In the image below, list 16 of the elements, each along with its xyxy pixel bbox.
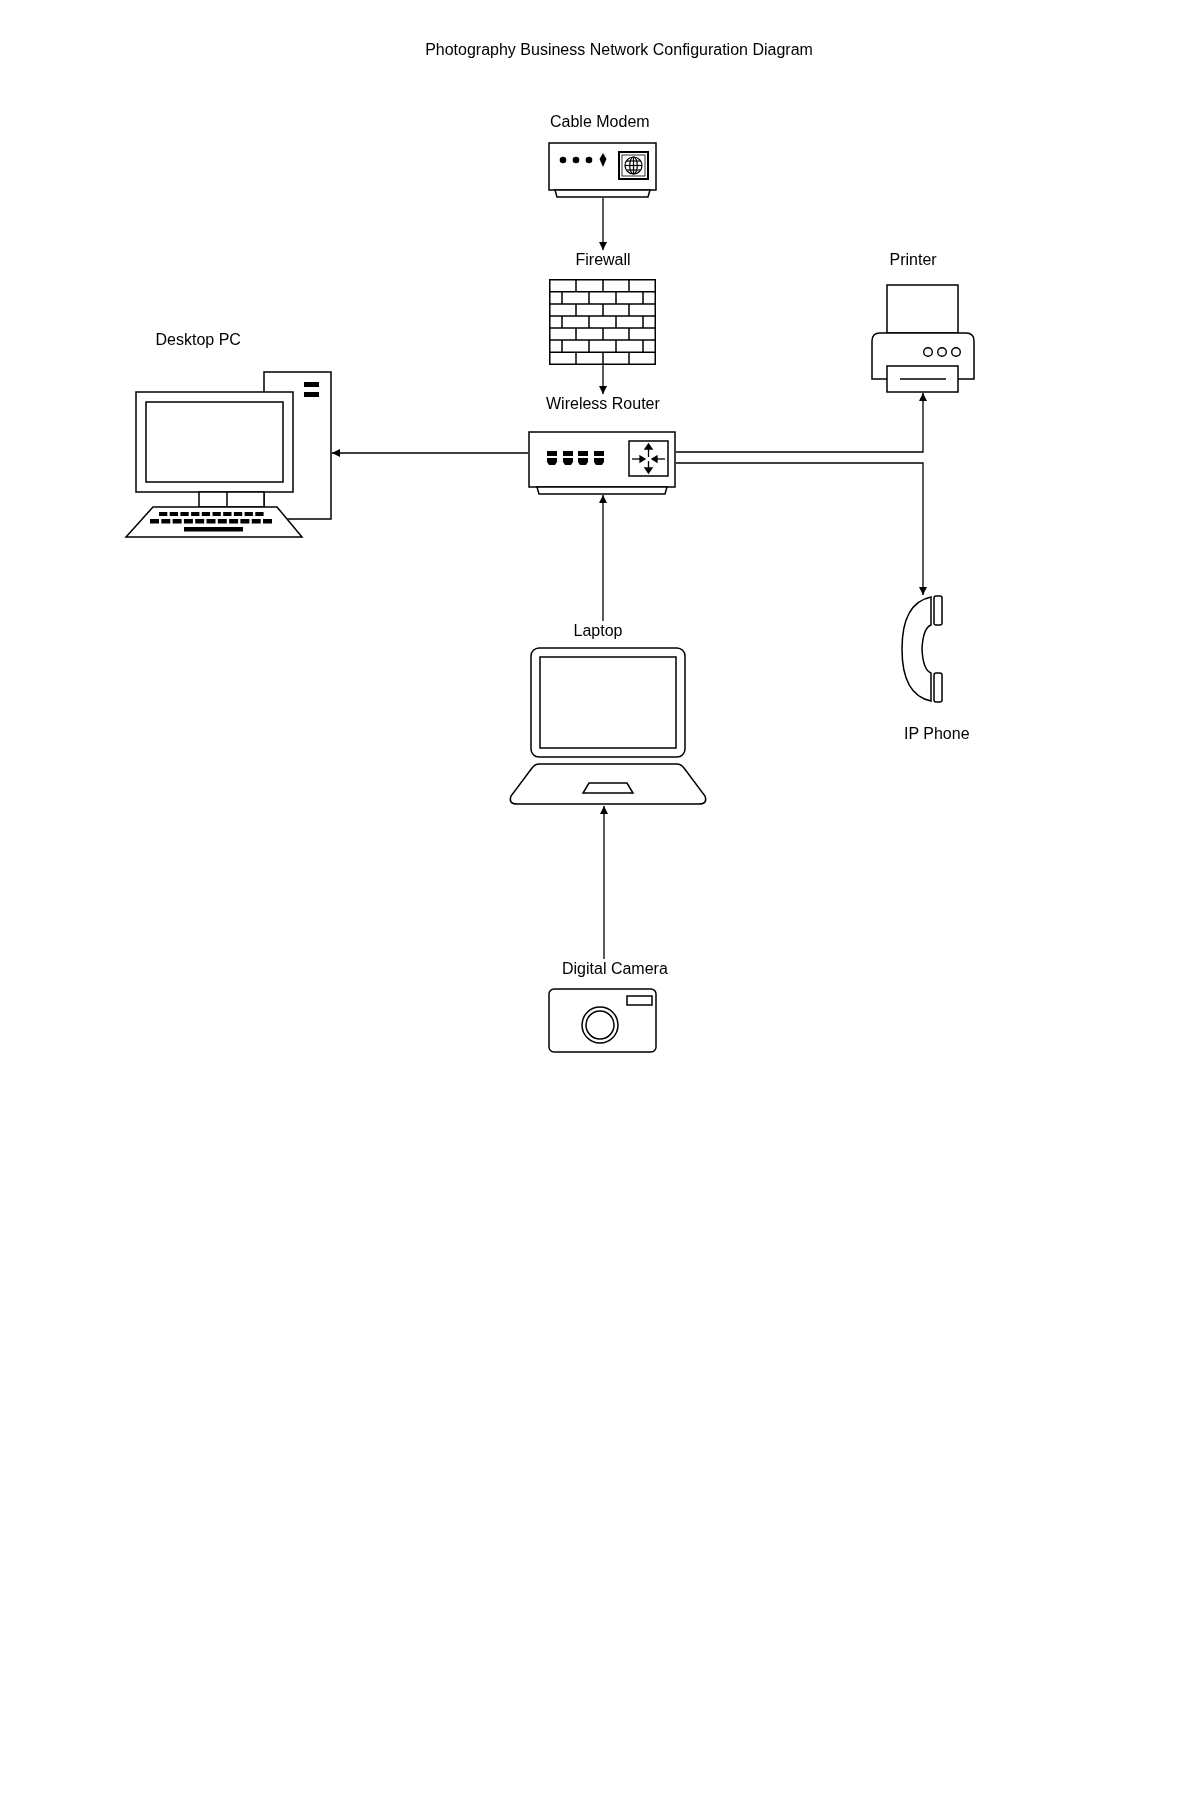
- arrow: [599, 364, 607, 395]
- device-label: IP Phone: [904, 724, 970, 743]
- arrow: [600, 805, 608, 960]
- device-label: Firewall: [575, 250, 631, 269]
- device-label: Laptop: [573, 621, 623, 640]
- arrow: [599, 494, 607, 622]
- device-label: Desktop PC: [155, 330, 241, 349]
- device-label: Digital Camera: [562, 959, 668, 978]
- device-label: Cable Modem: [550, 112, 650, 131]
- diagram-title: Photography Business Network Configuration Diagram: [425, 40, 813, 59]
- arrow: [675, 462, 927, 596]
- arrow: [599, 197, 607, 251]
- arrow: [675, 392, 927, 453]
- device-label: Printer: [889, 250, 937, 269]
- device-label: Wireless Router: [546, 394, 660, 413]
- arrow: [331, 449, 529, 457]
